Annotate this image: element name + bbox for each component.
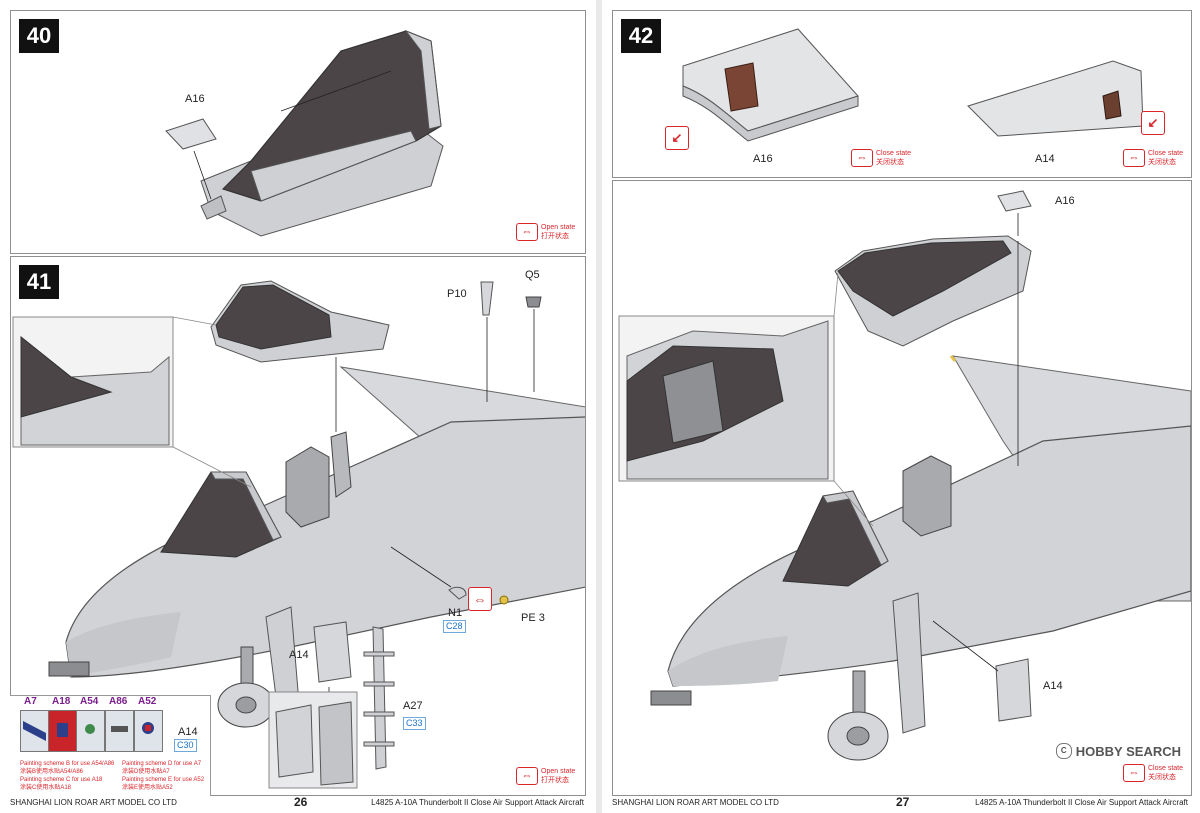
step-number: 42 <box>621 19 661 53</box>
copyright-mark: C <box>1055 743 1072 759</box>
close-state-icon: ⇔ <box>1123 149 1145 167</box>
scheme-b-en: Painting scheme B for use A54/A86 <box>20 761 115 767</box>
company-name: SHANGHAI LION ROAR ART MODEL CO LTD <box>612 798 779 807</box>
decal-label-a52: A52 <box>138 696 157 707</box>
step-40-panel: 40 A16 ⇔ Open state 打开状态 <box>10 10 586 254</box>
painting-scheme-box: A7 A18 A54 A86 A52 A14 C30 Painting sche… <box>10 695 211 796</box>
close-direction-icon: ↙ <box>1141 111 1165 135</box>
decal-label-a54: A54 <box>80 696 99 707</box>
decal-label-a86: A86 <box>109 696 128 707</box>
step-number: 41 <box>19 265 59 299</box>
page-number: 26 <box>294 795 308 809</box>
close-state-en: Close state <box>1148 150 1184 157</box>
label-a14-ref: A14 <box>178 726 198 738</box>
canopy-open-illustration <box>165 29 444 237</box>
decal-a18 <box>48 710 77 752</box>
label-q5: Q5 <box>525 269 540 281</box>
kit-title: L4825 A-10A Thunderbolt II Close Air Sup… <box>975 798 1188 807</box>
step-41-panel: 41 <box>10 256 586 796</box>
decal-label-a18: A18 <box>52 696 71 707</box>
close-state-icon: ⇔ <box>1123 764 1145 782</box>
watermark-text: HOBBY SEARCH <box>1075 743 1181 759</box>
close-state-marker: ⇔ Close state 关闭状态 <box>1123 764 1183 782</box>
decal-label-a7: A7 <box>24 696 37 707</box>
scheme-c-en: Painting scheme C for use A18 <box>20 777 103 783</box>
label-a14: A14 <box>1035 153 1055 165</box>
page-27: 42 ↙ ↙ A16 A14 ⇔ Close state 关闭状态 <box>602 0 1200 813</box>
close-state-marker: ⇔ Close state 关闭状态 <box>851 149 911 167</box>
page-26: 40 A16 ⇔ Open state 打开状态 <box>0 0 596 813</box>
scheme-d-en: Painting scheme D for use A7 <box>122 761 202 767</box>
decal-a54 <box>76 710 105 752</box>
open-state-en: Open state <box>541 768 576 775</box>
decal-a7 <box>20 710 49 752</box>
decal-a86 <box>105 710 134 752</box>
label-a16: A16 <box>185 93 205 105</box>
open-state-marker: ⇔ Open state 打开状态 <box>516 223 575 241</box>
label-a16: A16 <box>753 153 773 165</box>
close-state-cn: 关闭状态 <box>876 159 904 166</box>
label-pe3: PE 3 <box>521 612 545 624</box>
label-a14-main: A14 <box>1043 680 1063 692</box>
label-n1: N1 <box>448 607 463 619</box>
open-state-cn: 打开状态 <box>541 777 569 784</box>
open-state-icon: ⇔ <box>516 223 538 241</box>
label-p10: P10 <box>447 288 467 300</box>
step-42-panel: 42 ↙ ↙ A16 A14 ⇔ Close state 关闭状态 <box>612 10 1192 178</box>
scheme-c-cn: 涂装C使用水贴A18 <box>20 785 72 791</box>
open-state-en: Open state <box>541 224 576 231</box>
kit-title: L4825 A-10A Thunderbolt II Close Air Sup… <box>371 798 584 807</box>
close-state-cn: 关闭状态 <box>1148 159 1176 166</box>
fuselage-nose-illustration <box>12 280 585 789</box>
open-state-cn: 打开状态 <box>541 233 569 240</box>
open-state-marker: ⇔ Open state 打开状态 <box>516 767 575 785</box>
open-direction-icon: ↙ <box>665 126 689 150</box>
step-42-main-panel: A16 A14 ⇔ Close state 关闭状态 C HOBBY SEARC… <box>612 180 1192 796</box>
label-a27: A27 <box>403 700 423 712</box>
scheme-d-cn: 涂装D使用水贴A7 <box>122 769 170 775</box>
step-number: 40 <box>19 19 59 53</box>
open-state-icon: ⇔ <box>516 767 538 785</box>
open-direction-icon: ⇔ <box>468 587 492 611</box>
company-name: SHANGHAI LION ROAR ART MODEL CO LTD <box>10 798 177 807</box>
fuselage-closed-illustration <box>618 190 1191 761</box>
close-state-en: Close state <box>1148 765 1184 772</box>
page-number: 27 <box>896 795 910 809</box>
label-a16-main: A16 <box>1055 195 1075 207</box>
scheme-b-cn: 涂装B使用水贴A54/A86 <box>20 769 84 775</box>
code-a14: C30 <box>174 739 197 752</box>
code-a27: C33 <box>403 717 426 730</box>
scheme-e-cn: 涂装E使用水贴A52 <box>122 785 173 791</box>
label-a14: A14 <box>289 649 309 661</box>
close-state-icon: ⇔ <box>851 149 873 167</box>
code-n1: C28 <box>443 620 466 633</box>
close-state-cn: 关闭状态 <box>1148 774 1176 781</box>
hobby-search-watermark: C HOBBY SEARCH <box>1055 743 1181 759</box>
decal-a52 <box>134 710 163 752</box>
close-state-en: Close state <box>876 150 912 157</box>
panel-closeup-illustration <box>682 28 1144 142</box>
close-state-marker: ⇔ Close state 关闭状态 <box>1123 149 1183 167</box>
scheme-e-en: Painting scheme E for use A52 <box>122 777 205 783</box>
